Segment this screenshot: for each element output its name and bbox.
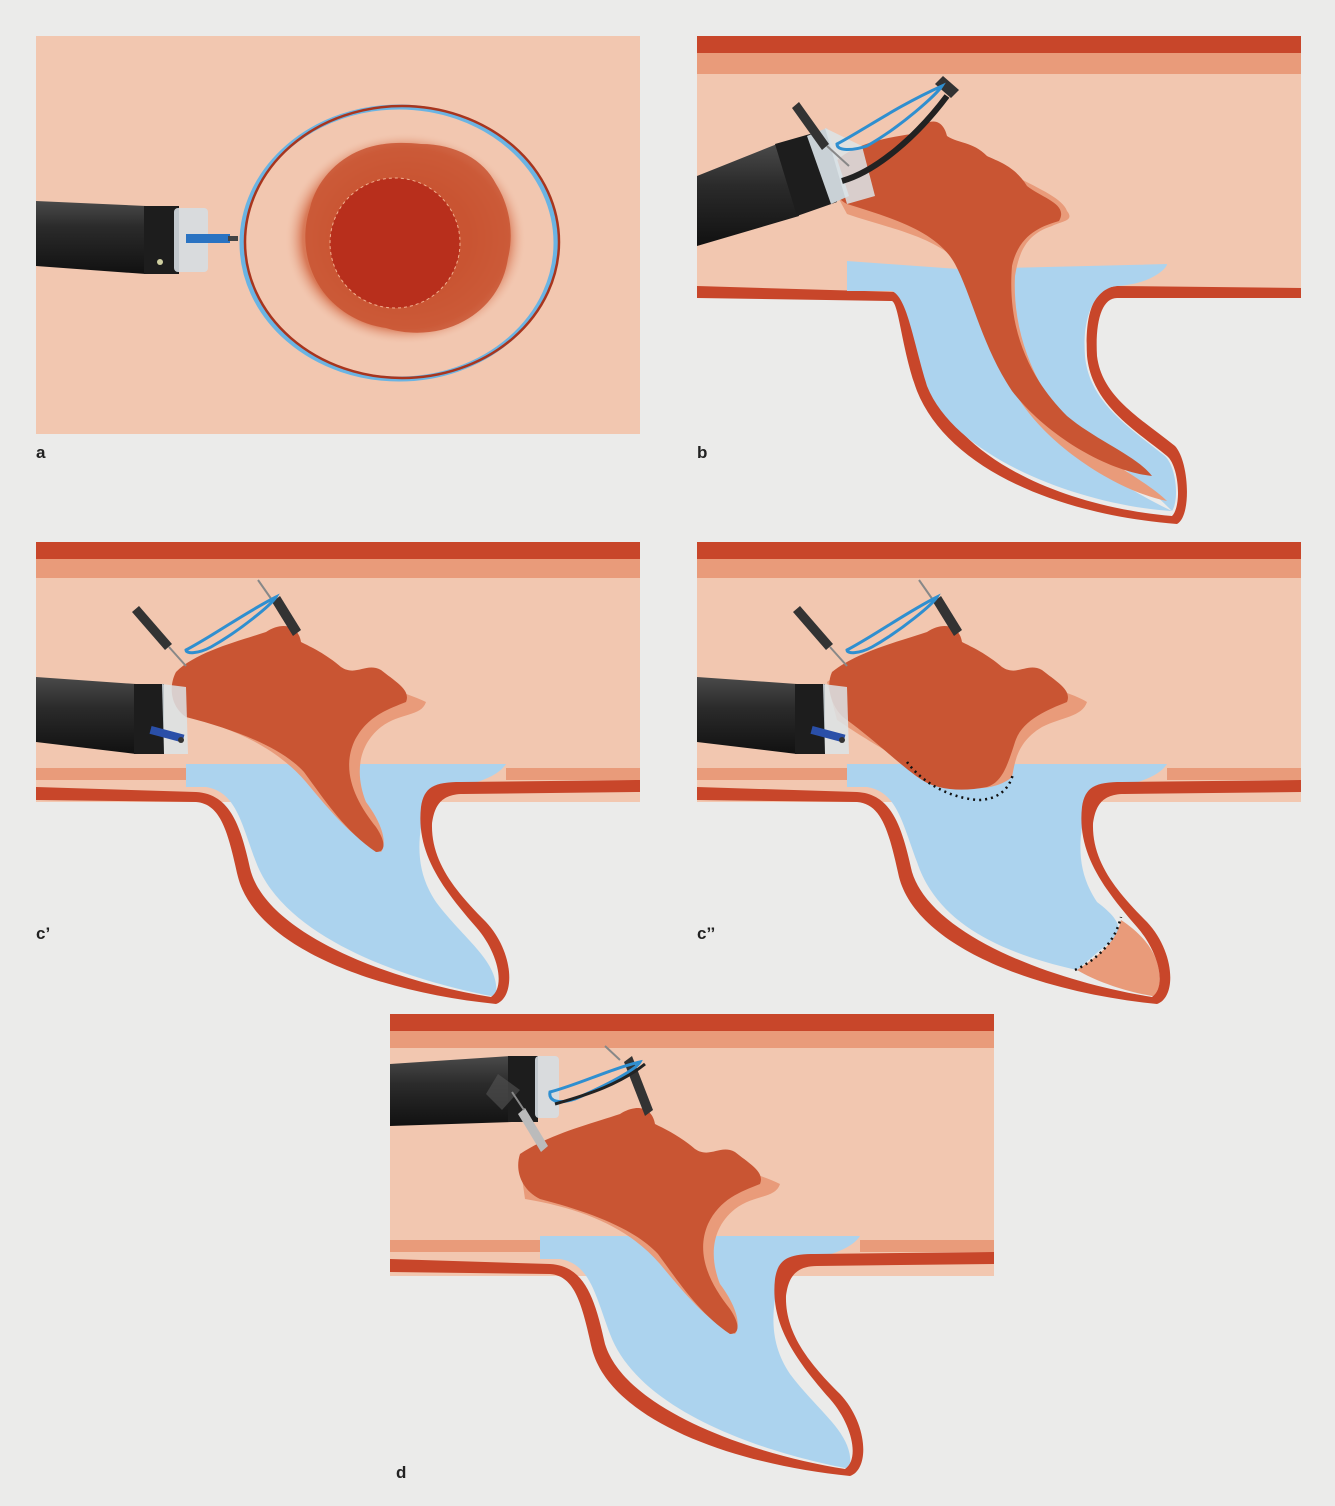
- endoscope-icon: [36, 201, 238, 274]
- panel-label-c-prime: c’: [36, 924, 50, 944]
- panel-c-prime-illustration: [36, 542, 640, 1012]
- panel-b-illustration: [697, 36, 1301, 536]
- top-muscle-wall: [390, 1014, 994, 1031]
- bottom-submucosa-left: [697, 768, 847, 780]
- panel-d-illustration: [390, 1014, 994, 1474]
- top-muscle-wall: [697, 36, 1301, 53]
- panel-label-c-double-prime: c’’: [697, 924, 715, 944]
- endoscope-icon: [36, 677, 188, 754]
- lesion-core: [330, 178, 460, 308]
- panel-a-illustration: [36, 36, 640, 434]
- bottom-submucosa-right: [506, 768, 640, 780]
- top-submucosa: [36, 559, 640, 578]
- top-submucosa: [390, 1031, 994, 1048]
- panel-a: [36, 36, 640, 434]
- bottom-submucosa-right: [1167, 768, 1301, 780]
- panel-c-double-prime: [697, 542, 1301, 1012]
- panel-c-double-prime-illustration: [697, 542, 1301, 1012]
- bottom-submucosa-right: [860, 1240, 994, 1252]
- bottom-submucosa-left: [36, 768, 186, 780]
- panel-c-prime: [36, 542, 640, 1012]
- panel-label-b: b: [697, 443, 707, 463]
- top-submucosa: [697, 53, 1301, 74]
- top-submucosa: [697, 559, 1301, 578]
- panel-label-a: a: [36, 443, 45, 463]
- endoscope-icon: [697, 677, 849, 754]
- panel-label-d: d: [396, 1463, 406, 1483]
- bottom-submucosa-left: [390, 1240, 540, 1252]
- top-muscle-wall: [36, 542, 640, 559]
- endoscope-icon: [390, 1056, 559, 1126]
- panel-d: [390, 1014, 994, 1474]
- top-muscle-wall: [697, 542, 1301, 559]
- panel-b: [697, 36, 1301, 536]
